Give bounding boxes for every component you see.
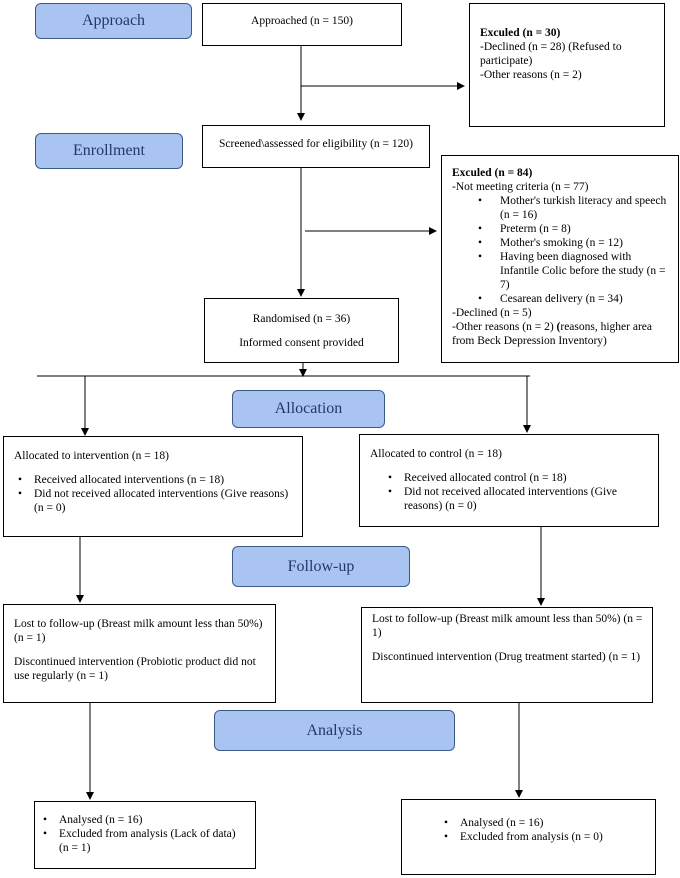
intervention-followup-box: Lost to follow-up (Breast milk amount le… bbox=[3, 604, 276, 703]
stage-approach: Approach bbox=[35, 3, 192, 39]
excluded-box-2: Exculed (n = 84) -Not meeting criteria (… bbox=[441, 155, 679, 363]
control-analysis-list: Analysed (n = 16) Excluded from analysis… bbox=[412, 816, 647, 844]
intervention-analysis-box: Analysed (n = 16) Excluded from analysis… bbox=[34, 801, 256, 869]
stage-allocation: Allocation bbox=[232, 390, 385, 428]
control-discontinued: Discontinued intervention (Drug treatmen… bbox=[372, 651, 641, 663]
intervention-discontinued: Discontinued intervention (Probiotic pro… bbox=[14, 656, 256, 682]
stage-enrollment: Enrollment bbox=[35, 133, 183, 169]
randomised-line1: Randomised (n = 36) bbox=[252, 313, 351, 325]
control-allocation-box: Allocated to control (n = 18) Received a… bbox=[359, 434, 659, 527]
stage-analysis: Analysis bbox=[214, 710, 455, 751]
criteria-item: Mother's smoking (n = 12) bbox=[478, 236, 672, 250]
randomised-line2: Informed consent provided bbox=[239, 337, 364, 349]
control-allocation-list: Received allocated control (n = 18) Did … bbox=[370, 471, 650, 513]
control-lost: Lost to follow-up (Breast milk amount le… bbox=[372, 613, 643, 639]
approached-box: Approached (n = 150) bbox=[202, 3, 402, 46]
excluded2-other-rest: reasons, higher area from Beck Depressio… bbox=[452, 321, 653, 347]
excluded2-other-prefix: -Other reasons (n = 2) bbox=[452, 321, 557, 333]
excluded1-title: Exculed (n = 30) bbox=[480, 27, 561, 39]
screened-text: Screened\assessed for eligibility (n = 1… bbox=[219, 138, 413, 150]
list-item: Excluded from analysis (Lack of data) (n… bbox=[43, 827, 247, 855]
criteria-item: Having been diagnosed with Infantile Col… bbox=[478, 250, 672, 292]
criteria-item: Cesarean delivery (n = 34) bbox=[478, 292, 672, 306]
excluded2-declined: -Declined (n = 5) bbox=[452, 307, 532, 319]
list-item: Excluded from analysis (n = 0) bbox=[444, 830, 647, 844]
criteria-list: Mother's turkish literacy and speech (n … bbox=[452, 194, 672, 306]
excluded2-not-meeting: -Not meeting criteria (n = 77) bbox=[452, 181, 589, 193]
excluded2-title: Exculed (n = 84) bbox=[452, 167, 533, 179]
approached-text: Approached (n = 150) bbox=[251, 15, 353, 27]
list-item: Did not received allocated interventions… bbox=[388, 485, 650, 513]
excluded1-declined: -Declined (n = 28) (Refused to participa… bbox=[480, 41, 622, 67]
stage-followup: Follow-up bbox=[232, 546, 410, 587]
control-allocation-title: Allocated to control (n = 18) bbox=[370, 448, 502, 460]
excluded2-other: -Other reasons (n = 2) (reasons, higher … bbox=[452, 320, 672, 348]
list-item: Did not received allocated interventions… bbox=[18, 487, 294, 515]
intervention-allocation-title: Allocated to intervention (n = 18) bbox=[14, 450, 169, 462]
list-item: Received allocated interventions (n = 18… bbox=[18, 473, 294, 487]
randomised-box: Randomised (n = 36) Informed consent pro… bbox=[204, 298, 399, 363]
intervention-analysis-list: Analysed (n = 16) Excluded from analysis… bbox=[43, 813, 247, 855]
control-analysis-box: Analysed (n = 16) Excluded from analysis… bbox=[401, 799, 656, 875]
control-followup-box: Lost to follow-up (Breast milk amount le… bbox=[361, 607, 653, 703]
list-item: Analysed (n = 16) bbox=[444, 816, 647, 830]
screened-box: Screened\assessed for eligibility (n = 1… bbox=[202, 125, 430, 168]
intervention-lost: Lost to follow-up (Breast milk amount le… bbox=[14, 618, 263, 644]
list-item: Received allocated control (n = 18) bbox=[388, 471, 650, 485]
intervention-allocation-list: Received allocated interventions (n = 18… bbox=[14, 473, 294, 515]
criteria-item: Preterm (n = 8) bbox=[478, 222, 672, 236]
criteria-item: Mother's turkish literacy and speech (n … bbox=[478, 194, 672, 222]
list-item: Analysed (n = 16) bbox=[43, 813, 247, 827]
excluded1-other: -Other reasons (n = 2) bbox=[480, 69, 582, 81]
excluded-box-1: Exculed (n = 30) -Declined (n = 28) (Ref… bbox=[469, 3, 665, 127]
intervention-allocation-box: Allocated to intervention (n = 18) Recei… bbox=[3, 436, 303, 537]
excluded2-other-paren: ( bbox=[556, 321, 561, 333]
